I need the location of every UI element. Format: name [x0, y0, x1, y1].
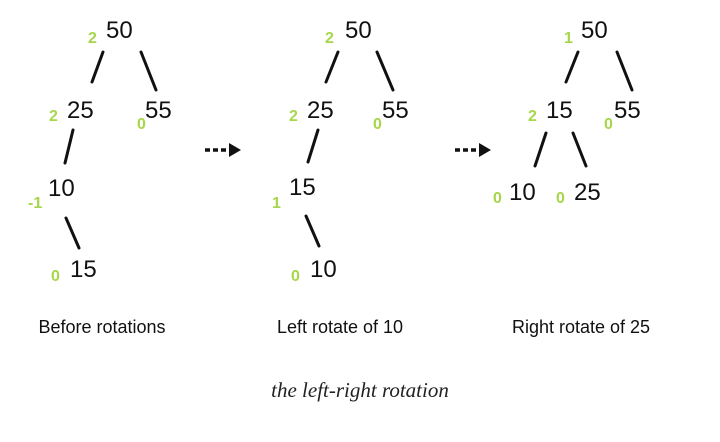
figure-caption: the left-right rotation: [271, 378, 449, 402]
node-key: 25: [307, 97, 334, 124]
edge: [375, 50, 395, 92]
balance-factor: 0: [291, 268, 300, 285]
node-key: 55: [145, 97, 172, 124]
balance-factor: 0: [373, 116, 382, 133]
tree-label: Before rotations: [38, 317, 165, 337]
tree-left-rotate: 2 50 2 25 0 55 1 15 0 10 Left rotate of …: [272, 17, 409, 337]
node-key: 15: [70, 256, 97, 283]
balance-factor: 0: [51, 268, 60, 285]
balance-factor: -1: [28, 195, 42, 212]
dashed-arrow-icon: [205, 143, 241, 157]
edge: [324, 50, 340, 84]
edge: [64, 216, 81, 250]
node-key: 10: [509, 179, 536, 206]
node-key: 55: [382, 97, 409, 124]
balance-factor: 1: [564, 30, 573, 47]
edge: [90, 50, 105, 84]
balance-factor: 0: [137, 116, 146, 133]
edge: [304, 214, 321, 248]
balance-factor: 2: [88, 30, 97, 47]
rotation-diagram: 2 50 2 25 0 55 -1 10 0 15 Before rotatio…: [28, 17, 650, 337]
balance-factor: 1: [272, 195, 281, 212]
node-key: 50: [106, 17, 133, 44]
node-key: 55: [614, 97, 641, 124]
balance-factor: 0: [493, 190, 502, 207]
balance-factor: 0: [556, 190, 565, 207]
balance-factor: 2: [325, 30, 334, 47]
edge: [306, 128, 320, 164]
node-key: 50: [345, 17, 372, 44]
balance-factor: 0: [604, 116, 613, 133]
dashed-arrow-icon: [455, 143, 491, 157]
node-key: 15: [289, 174, 316, 201]
edge: [564, 50, 580, 84]
node-key: 10: [310, 256, 337, 283]
edge: [533, 131, 548, 168]
node-key: 25: [67, 97, 94, 124]
node-key: 25: [574, 179, 601, 206]
edge: [571, 131, 588, 168]
tree-before-rotations: 2 50 2 25 0 55 -1 10 0 15 Before rotatio…: [28, 17, 172, 337]
edge: [139, 50, 158, 92]
balance-factor: 2: [49, 108, 58, 125]
tree-right-rotate: 1 50 2 15 0 55 0 10 0 25 Right rotate of…: [493, 17, 650, 337]
node-key: 50: [581, 17, 608, 44]
node-key: 10: [48, 175, 75, 202]
edge: [63, 128, 75, 165]
balance-factor: 2: [528, 108, 537, 125]
tree-label: Right rotate of 25: [512, 317, 650, 337]
tree-label: Left rotate of 10: [277, 317, 403, 337]
balance-factor: 2: [289, 108, 298, 125]
node-key: 15: [546, 97, 573, 124]
edge: [615, 50, 634, 92]
